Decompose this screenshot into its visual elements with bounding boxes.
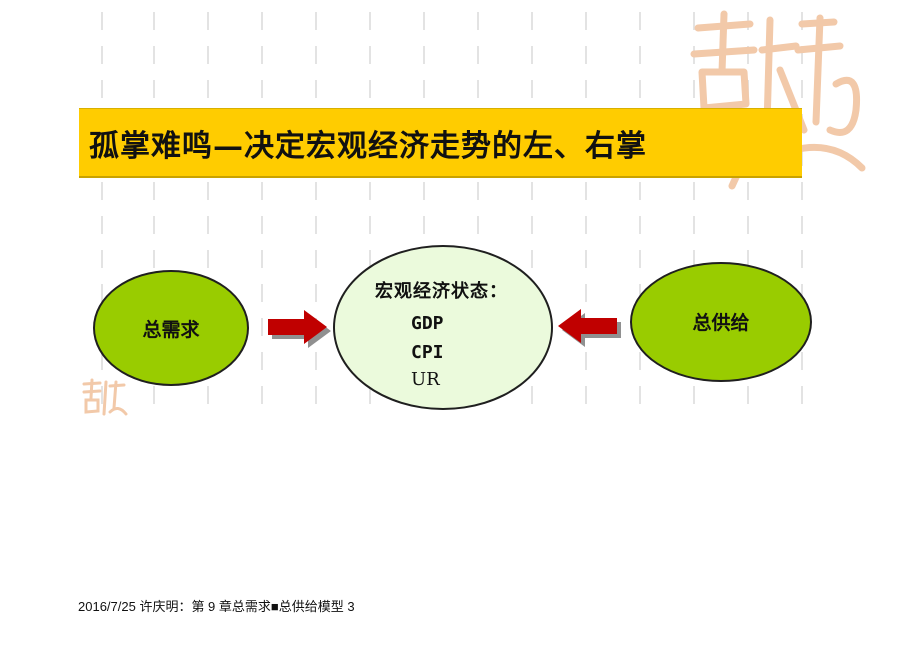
grid-line: [747, 12, 749, 412]
grid-line: [261, 12, 263, 412]
grid-line: [801, 12, 803, 412]
aggregate-demand-node: 总需求: [93, 270, 249, 386]
macro-state-heading: 宏观经济状态：: [375, 281, 508, 302]
grid-line: [369, 12, 371, 412]
indicator-ur: UR: [411, 369, 440, 390]
grid-line: [477, 12, 479, 412]
grid-line: [423, 12, 425, 412]
aggregate-supply-node: 总供给: [630, 262, 812, 382]
grid-line: [315, 12, 317, 412]
aggregate-supply-label: 总供给: [692, 312, 750, 334]
aggregate-demand-label: 总需求: [142, 319, 200, 341]
small-stamp-icon: [82, 378, 128, 416]
stamp-icon: [690, 10, 866, 190]
macro-state-node: 宏观经济状态： GDP CPI UR: [333, 245, 553, 410]
grid-line: [101, 12, 103, 412]
grid-line: [207, 12, 209, 412]
slide-title: 孤掌难鸣—决定宏观经济走势的左、右掌: [89, 129, 647, 164]
left-arrow-icon: [558, 309, 621, 347]
slide-footer: 2016/7/25 许庆明：第 9 章总需求■总供给模型 3: [78, 599, 355, 614]
grid-line: [639, 12, 641, 412]
grid-line: [693, 12, 695, 412]
grid-line: [531, 12, 533, 412]
right-arrow-icon: [268, 310, 331, 348]
grid-line: [153, 12, 155, 412]
grid-line: [585, 12, 587, 412]
indicator-cpi: CPI: [411, 342, 444, 363]
indicator-gdp: GDP: [411, 313, 444, 334]
title-bar: 孤掌难鸣—决定宏观经济走势的左、右掌: [79, 108, 802, 178]
